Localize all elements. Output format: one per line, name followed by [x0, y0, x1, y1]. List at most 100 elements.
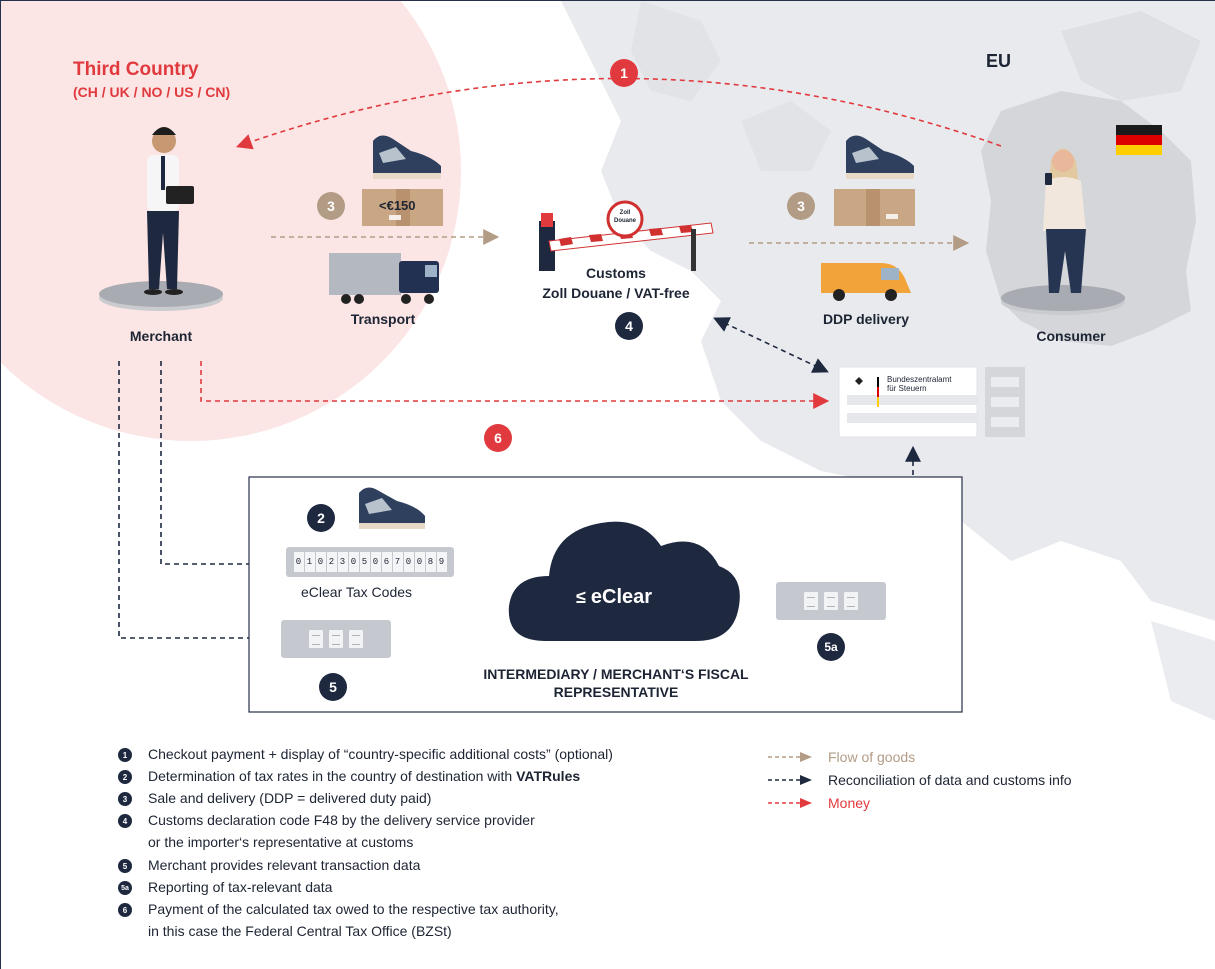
legend-item-5: 5 Merchant provides relevant transaction … [118, 857, 420, 873]
sneaker-icon-3 [359, 487, 425, 529]
legend-text: in this case the Federal Central Tax Off… [148, 923, 452, 939]
consumer-label: Consumer [1036, 328, 1106, 344]
step-badge-5a: 5a [817, 633, 845, 661]
step-badge-1: 1 [610, 59, 638, 87]
legend-item-2: 2 Determination of tax rates in the count… [118, 768, 580, 784]
document-icon [309, 630, 323, 648]
tax-code-digit: 7 [392, 552, 403, 572]
tax-authority-document [838, 366, 1025, 438]
legend-text: Reporting of tax-relevant data [148, 879, 333, 895]
barrier-sign-line-1: Zoll [619, 210, 631, 216]
tax-code-digit: 5 [359, 552, 370, 572]
document-icon [349, 630, 363, 648]
goods-arrow-icon [768, 752, 812, 762]
key-money-label: Money [828, 795, 871, 811]
legend-num: 5a [118, 881, 132, 895]
legend-item-6: 6 Payment of the calculated tax owed to t… [118, 901, 559, 917]
step-badge-6: 6 [484, 424, 512, 452]
tax-code-digit: 1 [304, 552, 315, 572]
van-icon [821, 263, 911, 301]
key-goods-label: Flow of goods [828, 749, 916, 765]
third-country-title: Third Country [73, 59, 199, 80]
tax-code-digit: 0 [315, 552, 326, 572]
authority-name: Bundeszentralamt für Steuern [887, 375, 951, 393]
legend-item-5a: 5a Reporting of tax-relevant data [118, 879, 332, 895]
key-data-label: Reconciliation of data and customs info [828, 772, 1072, 788]
legend-num: 3 [118, 792, 132, 806]
legend-item-1: 1 Checkout payment + display of “country-… [118, 746, 613, 762]
legend-item-4-cont: or the importer‘s representative at cust… [148, 834, 413, 850]
consumer-figure [1043, 148, 1086, 293]
tax-code-digit: 2 [326, 552, 337, 572]
merchant-figure [144, 127, 194, 295]
legend-text-main: Determination of tax rates in the countr… [148, 768, 517, 784]
tax-code-digit: 0 [414, 552, 425, 572]
key-money: Money [768, 795, 870, 811]
third-country-list: (CH / UK / NO / US / CN) [73, 84, 231, 100]
legend-item-4: 4 Customs declaration code F48 by the del… [118, 812, 535, 828]
eclear-logo: ≤ eClear [576, 586, 652, 609]
tax-code-digit: 0 [403, 552, 414, 572]
legend-num: 6 [118, 903, 132, 917]
document-icon [824, 592, 838, 610]
eclear-chevron-icon: ≤ [576, 587, 586, 607]
barrier-sign-line-2: Douane [613, 218, 636, 224]
transaction-docs [281, 620, 391, 658]
tax-code-digit: 0 [370, 552, 381, 572]
legend-num: 2 [118, 770, 132, 784]
money-arrow-icon [768, 798, 812, 808]
key-data: Reconciliation of data and customs info [768, 772, 1072, 788]
legend-text: Customs declaration code F48 by the deli… [148, 812, 535, 828]
authority-name-line-2: für Steuern [887, 384, 927, 393]
legend-text: Checkout payment + display of “country-s… [148, 746, 613, 762]
customs-barrier [539, 200, 714, 271]
third-country-zone [1, 1, 461, 441]
sneaker-icon-2 [846, 135, 914, 179]
transport-label: Transport [350, 311, 416, 327]
step-badge-3-transport: 3 [317, 192, 345, 220]
tax-code-digit: 0 [293, 552, 304, 572]
tax-codes-label: eClear Tax Codes [301, 584, 413, 600]
reporting-docs [776, 582, 886, 620]
customs-sublabel: Zoll Douane / VAT-free [542, 285, 690, 301]
ddp-delivery-label: DDP delivery [822, 311, 910, 327]
sneaker-icon [373, 135, 441, 179]
tax-code-digit: 3 [337, 552, 348, 572]
parcel-value-label: <€150 [379, 198, 416, 213]
tax-code-digit: 0 [348, 552, 359, 572]
step-badge-5: 5 [319, 673, 347, 701]
legend-text: Sale and delivery (DDP = delivered duty … [148, 790, 432, 806]
document-icon [844, 592, 858, 610]
intermediary-line-1: INTERMEDIARY / MERCHANT‘S FISCAL [483, 666, 749, 682]
legend-text: Determination of tax rates in the countr… [148, 768, 580, 784]
tax-code-digit: 6 [381, 552, 392, 572]
merchant-label: Merchant [129, 328, 193, 344]
document-icon [329, 630, 343, 648]
truck-icon [329, 253, 439, 304]
step-badge-4: 4 [615, 312, 643, 340]
intermediary-label: INTERMEDIARY / MERCHANT‘S FISCAL REPRESE… [456, 665, 776, 701]
tax-code-digit: 9 [436, 552, 447, 572]
step-badge-3-delivery: 3 [787, 192, 815, 220]
legend-num: 4 [118, 814, 132, 828]
eclear-cloud [508, 521, 740, 641]
key-goods: Flow of goods [768, 749, 915, 765]
legend-item-3: 3 Sale and delivery (DDP = delivered duty… [118, 790, 431, 806]
legend-text-bold: VATRules [516, 768, 581, 784]
legend-num: 5 [118, 859, 132, 873]
barrier-sign: Zoll Douane [609, 209, 641, 225]
legend-text: or the importer‘s representative at cust… [148, 834, 414, 850]
legend-text: Merchant provides relevant transaction d… [148, 857, 421, 873]
authority-name-line-1: Bundeszentralamt [887, 375, 952, 384]
legend-num: 1 [118, 748, 132, 762]
step-badge-2: 2 [307, 504, 335, 532]
customs-label: Customs [586, 265, 646, 281]
data-arrow-icon [768, 775, 812, 785]
document-icon [804, 592, 818, 610]
eu-label: EU [986, 51, 1012, 71]
legend-text: Payment of the calculated tax owed to th… [148, 901, 559, 917]
intermediary-line-2: REPRESENTATIVE [553, 684, 679, 700]
